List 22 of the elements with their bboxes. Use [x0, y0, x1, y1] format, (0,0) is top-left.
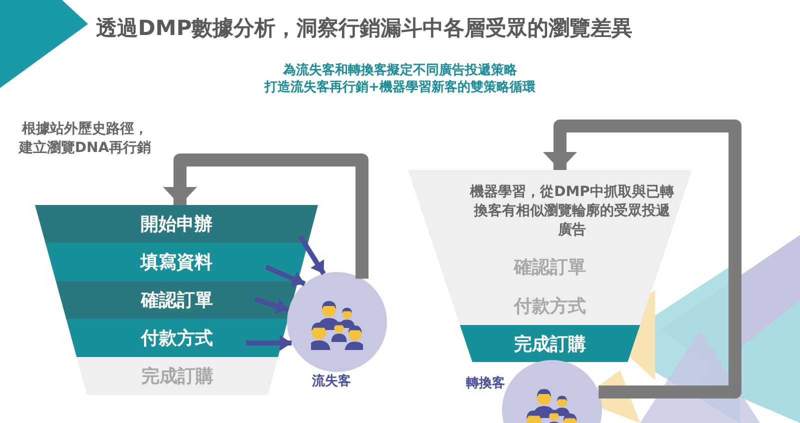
arrow — [246, 335, 292, 351]
stage-label: 付款方式 — [141, 327, 214, 350]
subtitle: 打造流失客再行銷+機器學習新客的雙策略循環 — [263, 79, 536, 97]
page-title: 透過DMP數據分析，洞察行銷漏斗中各層受眾的瀏覽差異 — [96, 15, 633, 42]
stage-label: 完成訂購 — [141, 365, 214, 388]
funnel-stage — [66, 319, 288, 357]
arrow — [265, 264, 306, 286]
stage-label: 完成訂購 — [514, 332, 586, 356]
subtitle: 為流失客和轉換客擬定不同廣告投遞策略 — [282, 62, 518, 80]
audience-label: 轉換客 — [466, 374, 505, 392]
stage-label: 確認訂單 — [514, 256, 586, 278]
annotation-text: 根據站外歷史路徑，建立瀏覽DNA再行銷 — [18, 120, 152, 158]
stage-label: 確認訂單 — [140, 289, 213, 312]
arrow — [163, 154, 368, 279]
arrow — [254, 296, 290, 314]
stage-label: 付款方式 — [514, 294, 586, 318]
stage-label: 開始申辦 — [140, 213, 212, 236]
funnel-stage — [45, 243, 308, 281]
stage-label: 填寫資料 — [140, 251, 213, 274]
annotation-text: 機器學習，從DMP中抓取與已轉換客有相似瀏覽輪廓的受眾投遞廣告 — [470, 183, 674, 240]
arrow — [298, 234, 326, 276]
audience-label: 流失客 — [312, 372, 351, 390]
